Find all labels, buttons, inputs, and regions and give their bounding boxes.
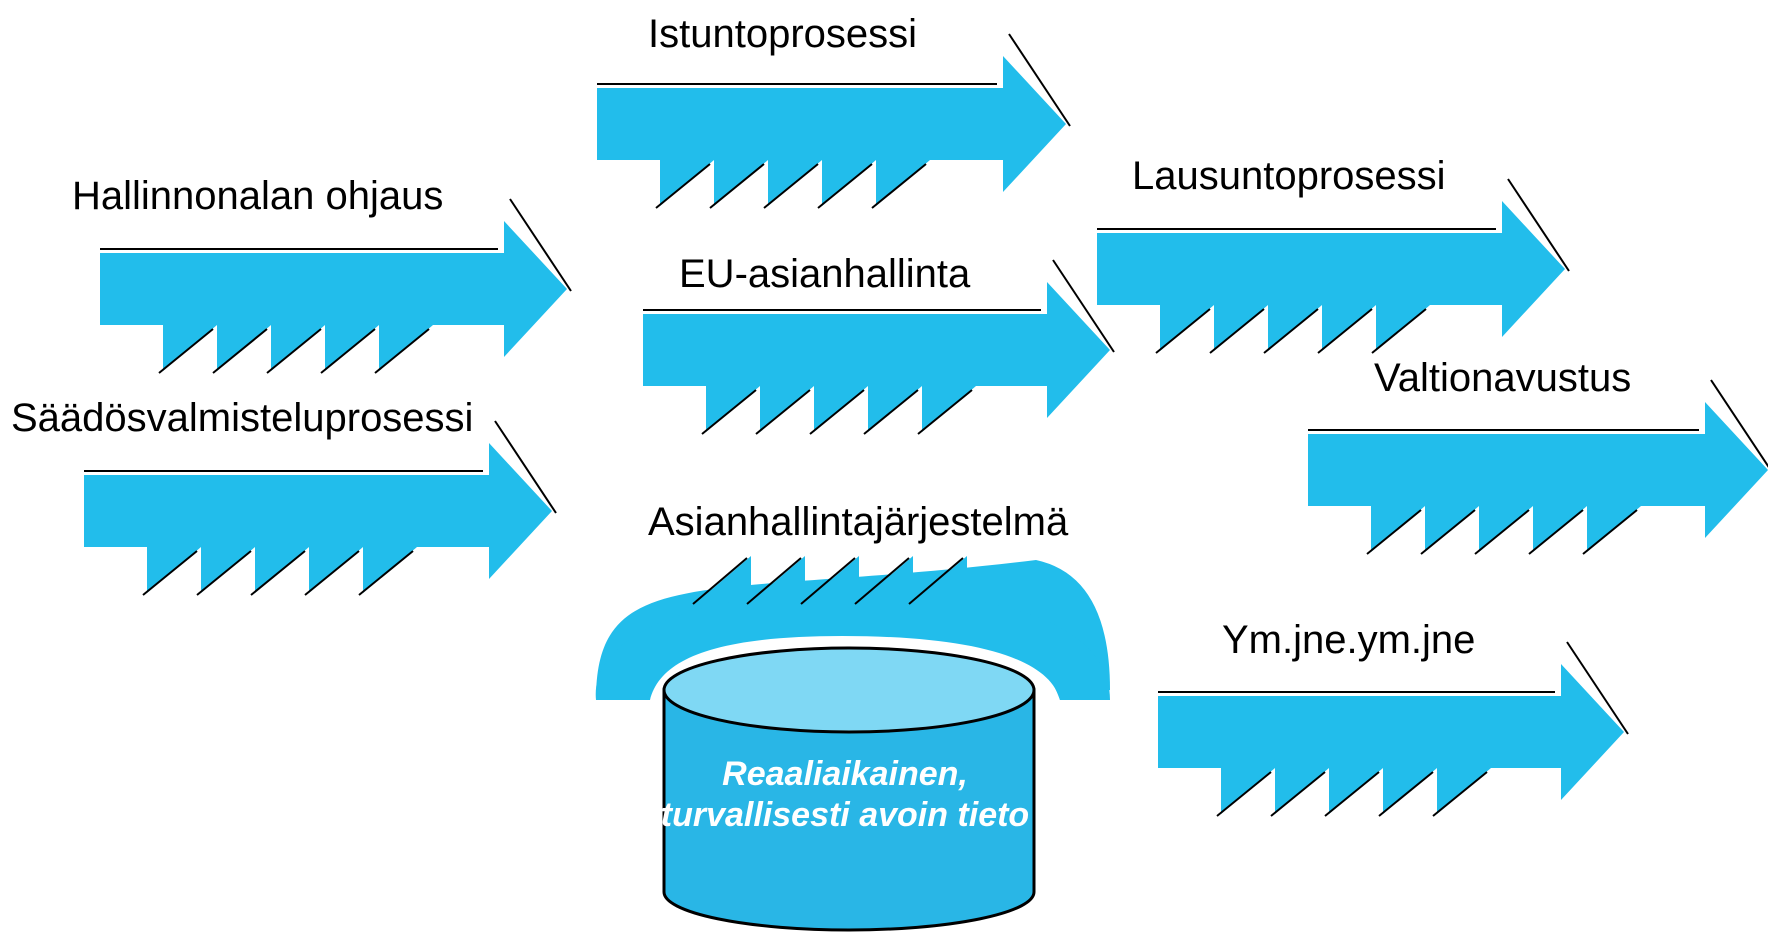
arrow-istuntoprosessi-body [597, 56, 1066, 206]
arrow-valtionavustus-tooth-line [1366, 509, 1422, 555]
arrow-ym-jne-tooth-line [1324, 771, 1380, 817]
arrow-ym-jne [1158, 641, 1629, 817]
drum-tooth-line [854, 557, 910, 605]
arrow-istuntoprosessi-head-line [1008, 33, 1071, 127]
arrow-istuntoprosessi-tooth-line [655, 163, 711, 209]
arrow-istuntoprosessi-tooth-line [817, 163, 873, 209]
label-asianhallintajarjestelma: Asianhallintajärjestelmä [648, 500, 1069, 544]
arrow-eu-asianhallinta [643, 259, 1115, 435]
arrow-lausuntoprosessi-tooth-line [1155, 308, 1211, 354]
label-lausuntoprosessi: Lausuntoprosessi [1132, 154, 1446, 198]
arrow-hallinnonalan-ohjaus-body [100, 221, 567, 371]
arrow-istuntoprosessi-tooth-line [709, 163, 765, 209]
arrow-lausuntoprosessi [1097, 178, 1570, 354]
arrow-ym-jne-tooth-line [1216, 771, 1272, 817]
drum-tooth [805, 556, 859, 602]
arrow-valtionavustus-body [1308, 402, 1768, 552]
arrow-eu-asianhallinta-head-line [1052, 259, 1115, 353]
label-hallinnonalan-ohjaus: Hallinnonalan ohjaus [72, 174, 444, 218]
arrow-lausuntoprosessi-tooth-line [1317, 308, 1373, 354]
arrow-eu-asianhallinta-tooth-line [809, 389, 865, 435]
arrow-valtionavustus-tooth-line [1582, 509, 1638, 555]
drum-tooth-line [800, 557, 856, 605]
arrow-lausuntoprosessi-tooth-line [1263, 308, 1319, 354]
drum-tooth-line [908, 557, 964, 605]
drum-tooth [913, 556, 967, 602]
arrow-saadosvalmisteluprosessi-body [84, 443, 552, 593]
drum-tooth-line [692, 557, 748, 605]
arrow-eu-asianhallinta-tooth-line [755, 389, 811, 435]
arrow-hallinnonalan-ohjaus-head-line [509, 198, 572, 292]
arrow-hallinnonalan-ohjaus-tooth-line [212, 328, 268, 374]
arrow-saadosvalmisteluprosessi-tooth-line [142, 550, 198, 596]
arrow-istuntoprosessi-tooth-line [763, 163, 819, 209]
arrow-valtionavustus-tooth-line [1528, 509, 1584, 555]
arrow-hallinnonalan-ohjaus-tooth-line [266, 328, 322, 374]
arrow-lausuntoprosessi-tooth-line [1371, 308, 1427, 354]
arrow-saadosvalmisteluprosessi-tooth-line [304, 550, 360, 596]
arrow-hallinnonalan-ohjaus-tooth-line [158, 328, 214, 374]
arrow-lausuntoprosessi-tooth-line [1209, 308, 1265, 354]
arrow-valtionavustus-tooth-line [1474, 509, 1530, 555]
arrow-saadosvalmisteluprosessi [84, 420, 557, 596]
drum-top [662, 646, 1036, 734]
label-istuntoprosessi: Istuntoprosessi [648, 12, 918, 56]
arrow-lausuntoprosessi-head-line [1507, 178, 1570, 272]
label-ym-jne: Ym.jne.ym.jne [1222, 618, 1476, 662]
arrow-saadosvalmisteluprosessi-tooth-line [358, 550, 414, 596]
arrow-valtionavustus [1308, 379, 1768, 555]
label-saadosvalmisteluprosessi: Säädösvalmisteluprosessi [11, 396, 474, 440]
arrow-eu-asianhallinta-body [643, 282, 1110, 432]
arrow-lausuntoprosessi-body [1097, 201, 1565, 351]
drum-arc-band-inner [595, 591, 1110, 700]
arrow-saadosvalmisteluprosessi-head-line [494, 420, 557, 514]
drum-tooth [751, 556, 805, 602]
arrow-eu-asianhallinta-tooth-line [701, 389, 757, 435]
arrow-ym-jne-body [1158, 664, 1624, 814]
arrow-valtionavustus-head-line [1710, 379, 1768, 468]
drum-tooth [859, 556, 913, 602]
arrow-eu-asianhallinta-tooth-line [917, 389, 973, 435]
drum-tooth-line [746, 557, 802, 605]
arrow-hallinnonalan-ohjaus-tooth-line [374, 328, 430, 374]
arrow-ym-jne-head-line [1566, 641, 1629, 735]
drum-body [662, 688, 1036, 932]
arrow-ym-jne-tooth-line [1270, 771, 1326, 817]
arrow-saadosvalmisteluprosessi-tooth-line [196, 550, 252, 596]
arrow-ym-jne-tooth-line [1378, 771, 1434, 817]
arrow-istuntoprosessi-tooth-line [871, 163, 927, 209]
arrow-saadosvalmisteluprosessi-tooth-line [250, 550, 306, 596]
drum-tooth [697, 556, 751, 602]
arrow-istuntoprosessi [597, 33, 1071, 209]
arrow-valtionavustus-tooth-line [1420, 509, 1476, 555]
database-text: Reaaliaikainen, turvallisesti avoin tiet… [660, 755, 1030, 834]
arrow-ym-jne-tooth-line [1432, 771, 1488, 817]
database-drum [595, 556, 1110, 932]
arrow-hallinnonalan-ohjaus-tooth-line [320, 328, 376, 374]
arrow-eu-asianhallinta-tooth-line [863, 389, 919, 435]
label-eu-asianhallinta: EU-asianhallinta [679, 252, 971, 296]
label-valtionavustus: Valtionavustus [1374, 356, 1632, 400]
arrow-hallinnonalan-ohjaus [100, 198, 572, 374]
